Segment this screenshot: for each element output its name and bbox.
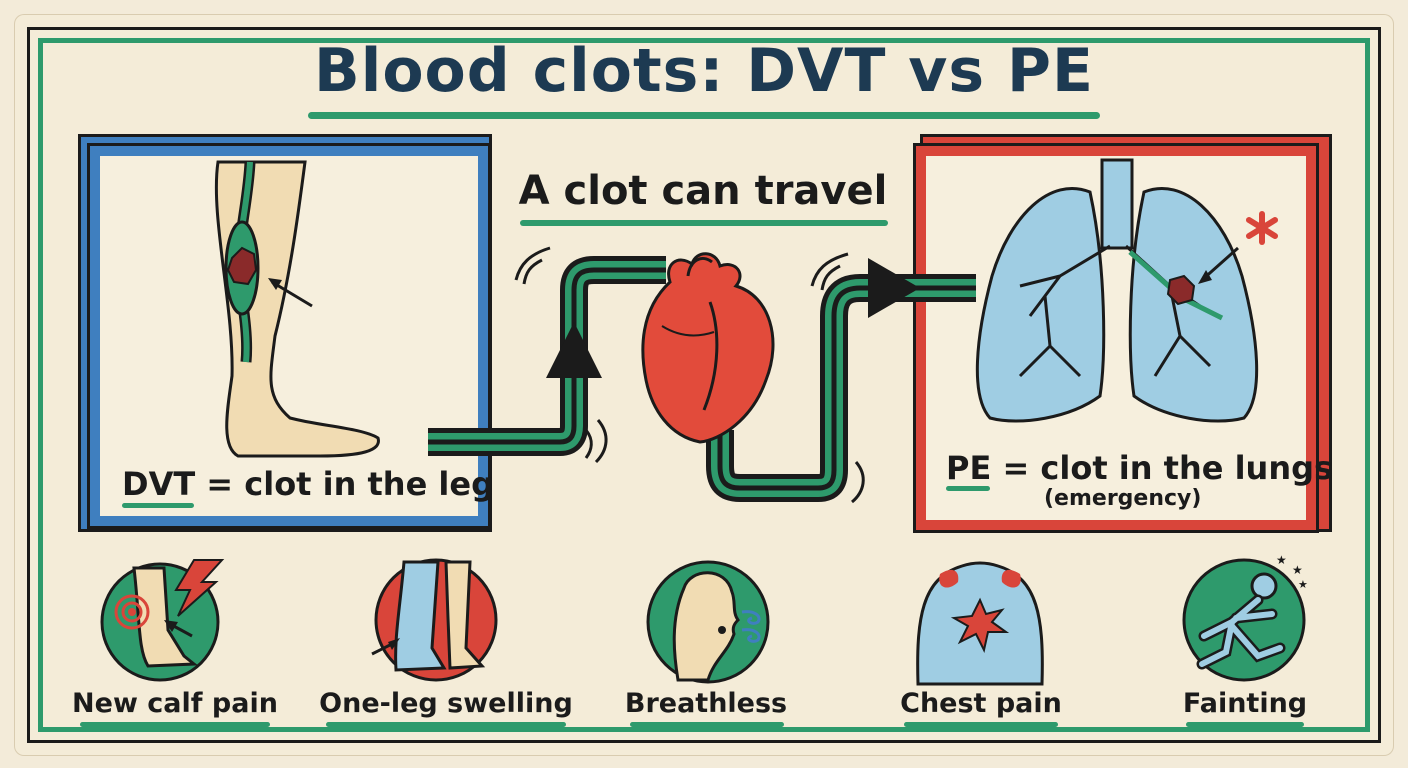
- leg-shape: [214, 160, 380, 458]
- travel-underline: [520, 220, 888, 226]
- symptom-underline: [630, 722, 784, 727]
- clot-travel-path: [428, 246, 976, 504]
- clot-pointer-arrow: [271, 280, 313, 308]
- motion-lines: [514, 246, 865, 504]
- lungs-illustration: [975, 158, 1278, 423]
- clot-shape: [226, 246, 258, 286]
- calf-pain-icon: [100, 559, 225, 682]
- symptom-label-breathless: Breathless: [624, 688, 788, 719]
- symptom-label-chest-pain: Chest pain: [900, 688, 1062, 719]
- pe-definition: = clot in the lungs: [991, 449, 1334, 487]
- title-underline: [308, 112, 1100, 119]
- dvt-definition: = clot in the leg: [195, 465, 494, 503]
- dvt-label: DVT = clot in the leg: [122, 465, 494, 503]
- leg-swelling-icon: [371, 558, 498, 682]
- dvt-abbr: DVT: [122, 465, 196, 503]
- symptom-underline: [1186, 722, 1304, 727]
- symptom-label-fainting: Fainting: [1182, 688, 1308, 719]
- inner-frame: [38, 38, 1370, 732]
- symptom-label-calf-pain: New calf pain: [72, 688, 278, 719]
- pe-emergency-note: (emergency): [1044, 486, 1202, 511]
- svg-text:★: ★: [1292, 563, 1303, 577]
- chest-burst: [950, 597, 1010, 653]
- fainting-icon: ★ ★ ★: [1182, 553, 1308, 682]
- lightning-icon: [174, 559, 225, 617]
- pe-label: PE = clot in the lungs: [946, 449, 1333, 487]
- path-to-heart: [428, 256, 666, 456]
- trachea: [1100, 158, 1134, 250]
- alert-asterisk-icon: [1246, 211, 1278, 245]
- travel-heading: A clot can travel: [518, 168, 888, 214]
- pe-underline: [946, 486, 990, 491]
- leg-vein-illustration: [214, 160, 380, 458]
- svg-text:★: ★: [1276, 553, 1287, 567]
- pe-abbr: PE: [946, 449, 992, 487]
- outer-frame: [27, 27, 1381, 743]
- heart-icon: [641, 252, 775, 444]
- symptom-underline: [80, 722, 270, 727]
- symptom-underline: [326, 722, 566, 727]
- symptom-underline: [904, 722, 1058, 727]
- svg-text:★: ★: [1298, 578, 1308, 591]
- breathless-icon: [646, 560, 770, 684]
- dvt-underline: [122, 503, 194, 508]
- page-title: Blood clots: DVT vs PE: [314, 36, 1094, 106]
- lung-clot: [1166, 274, 1196, 306]
- chest-pain-icon: [916, 561, 1044, 686]
- up-arrow-icon: [546, 322, 602, 378]
- symptom-label-leg-swelling: One-leg swelling: [319, 688, 573, 719]
- right-arrow-icon: [868, 258, 920, 318]
- left-bronchi: [1018, 244, 1111, 378]
- left-lung: [975, 186, 1106, 423]
